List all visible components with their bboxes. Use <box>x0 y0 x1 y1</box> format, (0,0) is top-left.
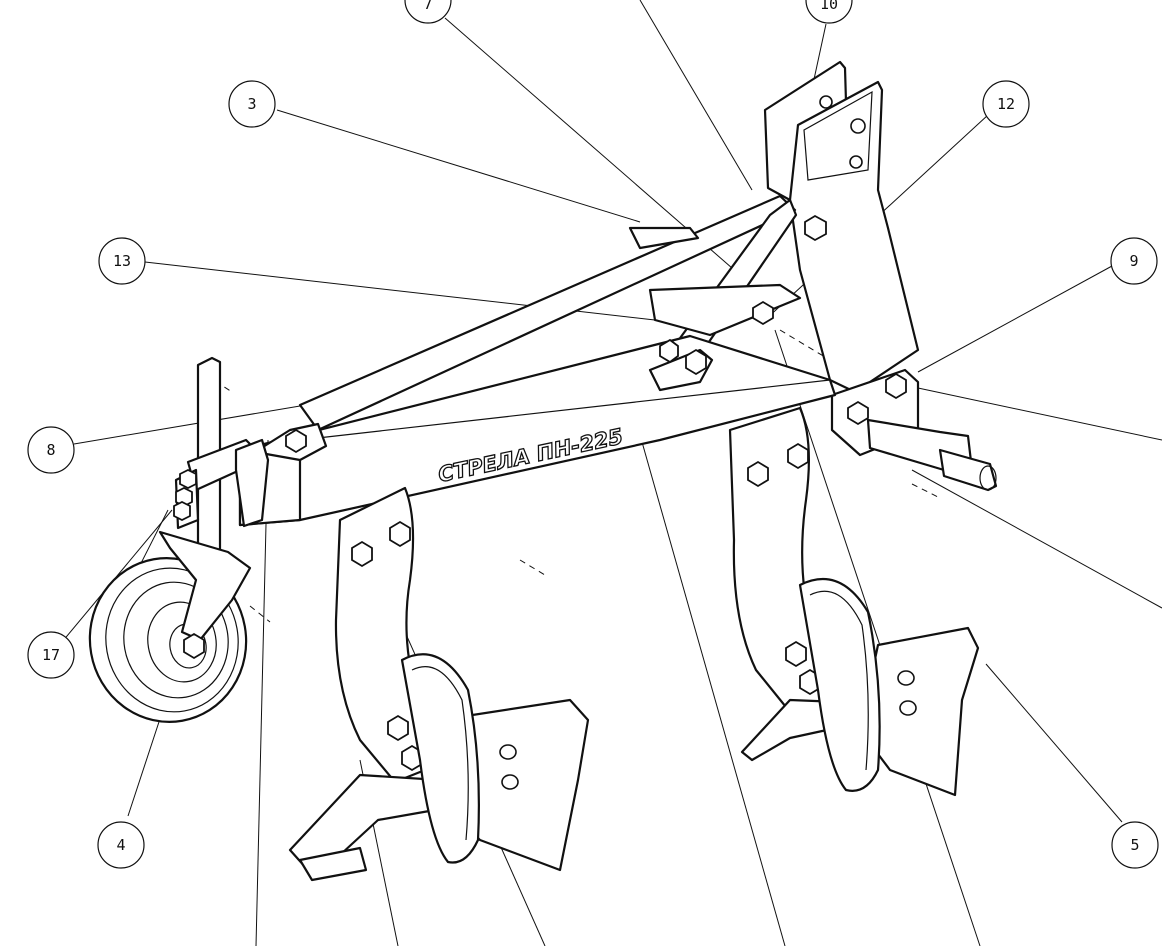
callout-10-label: 10 <box>820 0 838 13</box>
callout-12-label: 12 <box>997 95 1015 113</box>
gauge-wheel <box>88 530 252 723</box>
callout-7: 7 <box>404 0 452 24</box>
callout-10: 10 <box>805 0 853 24</box>
callout-8-label: 8 <box>46 441 55 459</box>
callout-3: 3 <box>228 80 276 128</box>
callout-5-label: 5 <box>1130 836 1139 854</box>
callout-7-label: 7 <box>423 0 432 13</box>
left-plow-body <box>288 653 590 882</box>
upper-brace <box>298 194 802 432</box>
callout-17-label: 17 <box>42 646 60 664</box>
callout-12: 12 <box>982 80 1030 128</box>
callout-3-label: 3 <box>247 95 256 113</box>
callout-5: 5 <box>1111 821 1159 869</box>
callout-4-label: 4 <box>116 836 125 854</box>
callout-8: 8 <box>27 426 75 474</box>
right-shank <box>728 406 824 714</box>
gauge-wheel-post <box>173 356 270 570</box>
drawbar <box>830 368 998 492</box>
callout-9: 9 <box>1110 237 1158 285</box>
hitch-mast <box>763 60 920 394</box>
main-frame-beam <box>238 300 837 527</box>
left-shank <box>334 486 427 784</box>
right-plow-body <box>740 577 980 797</box>
callout-13-label: 13 <box>113 252 131 270</box>
callout-9-label: 9 <box>1129 252 1138 270</box>
callout-13: 13 <box>98 237 146 285</box>
callout-4: 4 <box>97 821 145 869</box>
callout-17: 17 <box>27 631 75 679</box>
